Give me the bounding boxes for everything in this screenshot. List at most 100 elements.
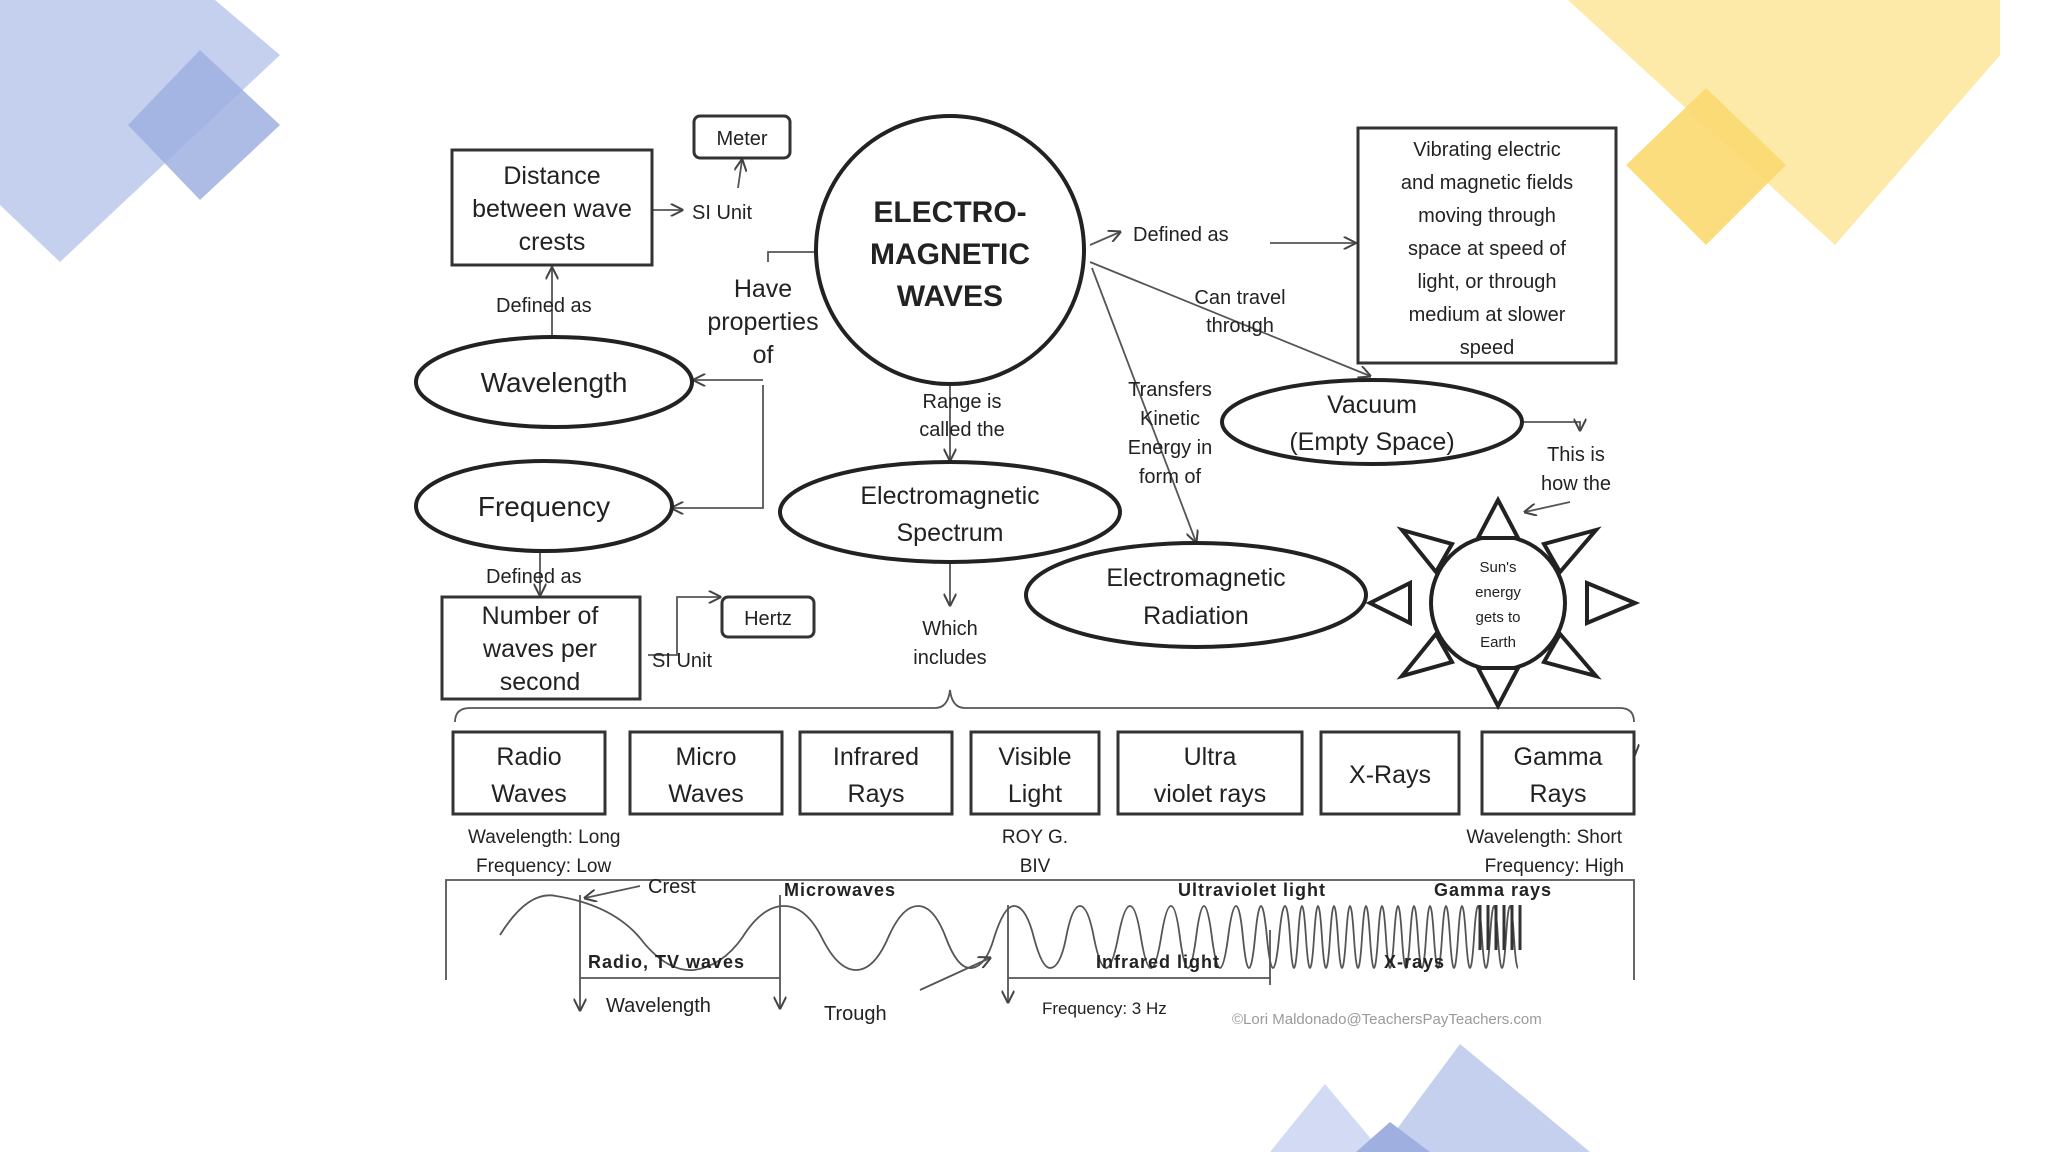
svg-text:Can travel: Can travel xyxy=(1194,287,1285,309)
connector-lines xyxy=(454,160,1634,756)
gamma-label: Gamma rays xyxy=(1434,880,1552,900)
center-line-3: WAVES xyxy=(897,280,1003,313)
center-line-2: MAGNETIC xyxy=(870,238,1030,271)
copyright-text: ©Lori Maldonado@TeachersPayTeachers.com xyxy=(1232,1011,1542,1028)
si-unit-label-1: SI Unit xyxy=(692,202,752,224)
svg-text:Infrared: Infrared xyxy=(833,743,919,771)
svg-text:of: of xyxy=(753,341,774,369)
svg-text:how the: how the xyxy=(1541,473,1611,495)
number-line-2: waves per xyxy=(482,635,597,663)
spectrum-ellipse: Electromagnetic Spectrum xyxy=(778,460,1122,564)
roygbiv-label: ROY G. BIV xyxy=(1002,827,1068,877)
this-is-label: This is how the xyxy=(1541,444,1611,495)
svg-text:Kinetic: Kinetic xyxy=(1140,408,1200,430)
ultraviolet-label: Ultraviolet light xyxy=(1178,880,1326,900)
svg-text:Micro: Micro xyxy=(675,743,736,771)
spectrum-box-visible: Visible Light xyxy=(969,730,1101,816)
number-line-3: second xyxy=(500,668,581,696)
wavelength-label: Wavelength xyxy=(481,367,628,398)
svg-text:Rays: Rays xyxy=(848,780,905,808)
frequency-caption: Frequency: 3 Hz xyxy=(1042,999,1167,1018)
svg-text:violet rays: violet rays xyxy=(1154,780,1267,808)
wave-strip: Crest Microwaves Ultraviolet light Gamma… xyxy=(445,876,1635,1028)
svg-text:BIV: BIV xyxy=(1020,856,1051,877)
svg-text:Radio: Radio xyxy=(496,743,561,771)
svg-text:X-Rays: X-Rays xyxy=(1349,761,1431,789)
svg-text:Rays: Rays xyxy=(1530,780,1587,808)
number-line-1: Number of xyxy=(482,602,599,630)
wavelength-caption: Wavelength xyxy=(606,995,711,1017)
frequency-label: Frequency xyxy=(478,491,610,522)
defined-as-label-2: Defined as xyxy=(486,566,582,588)
svg-text:Vibrating electric: Vibrating electric xyxy=(1413,139,1560,161)
distance-line-3: crests xyxy=(519,228,586,256)
svg-text:Visible: Visible xyxy=(998,743,1071,771)
range-label: Range is called the xyxy=(919,391,1005,441)
svg-text:Vacuum: Vacuum xyxy=(1327,391,1417,419)
xrays-label: X-rays xyxy=(1384,952,1445,972)
svg-text:Electromagnetic: Electromagnetic xyxy=(860,482,1039,510)
si-unit-label-2: SI Unit xyxy=(652,650,712,672)
sun-line-2: energy xyxy=(1475,584,1521,601)
spectrum-box-ultraviolet: Ultra violet rays xyxy=(1116,730,1304,816)
decor-top-left xyxy=(0,0,280,262)
svg-text:and magnetic fields: and magnetic fields xyxy=(1401,172,1573,194)
spectrum-box-radio: Radio Waves xyxy=(451,730,607,816)
crest-label: Crest xyxy=(648,876,696,898)
svg-text:through: through xyxy=(1206,315,1274,337)
decor-top-right xyxy=(1568,0,2000,245)
svg-text:Gamma: Gamma xyxy=(1514,743,1603,771)
svg-text:(Empty Space): (Empty Space) xyxy=(1289,428,1454,456)
frequency-ellipse: Frequency xyxy=(414,459,674,553)
spectrum-box-micro: Micro Waves xyxy=(628,730,784,816)
svg-text:space at speed of: space at speed of xyxy=(1408,238,1566,260)
svg-text:Light: Light xyxy=(1008,780,1062,808)
meter-box: Meter xyxy=(692,114,792,160)
svg-text:Transfers: Transfers xyxy=(1128,379,1212,401)
svg-text:Frequency: Low: Frequency: Low xyxy=(476,856,611,877)
svg-text:Ultra: Ultra xyxy=(1184,743,1237,771)
svg-text:form of: form of xyxy=(1139,466,1202,488)
distance-line-1: Distance xyxy=(503,162,600,190)
microwaves-label: Microwaves xyxy=(784,880,896,900)
svg-text:includes: includes xyxy=(913,647,986,669)
svg-text:Waves: Waves xyxy=(668,780,743,808)
svg-text:Wavelength: Long: Wavelength: Long xyxy=(468,827,620,848)
decor-bottom xyxy=(1270,1044,1590,1152)
center-circle: ELECTRO- MAGNETIC WAVES xyxy=(814,114,1086,386)
meter-label: Meter xyxy=(716,128,767,150)
svg-text:Range is: Range is xyxy=(923,391,1002,413)
hertz-label: Hertz xyxy=(744,608,792,630)
distance-box: Distance between wave crests xyxy=(450,148,654,267)
svg-text:Frequency: High: Frequency: High xyxy=(1485,856,1624,877)
wave-curve xyxy=(499,894,1519,971)
short-end-label: Wavelength: Short Frequency: High xyxy=(1466,827,1624,877)
svg-text:Energy in: Energy in xyxy=(1128,437,1213,459)
wavelength-ellipse: Wavelength xyxy=(414,335,694,429)
infrared-label: Infrared light xyxy=(1096,952,1220,972)
svg-text:medium at slower: medium at slower xyxy=(1409,304,1566,326)
defined-as-label-1: Defined as xyxy=(496,295,592,317)
svg-text:Waves: Waves xyxy=(491,780,566,808)
sun-line-4: Earth xyxy=(1480,634,1516,651)
svg-text:moving through: moving through xyxy=(1418,205,1556,227)
svg-text:Radiation: Radiation xyxy=(1143,602,1249,630)
can-travel-label: Can travel through xyxy=(1194,287,1285,337)
sun-line-1: Sun's xyxy=(1479,559,1516,576)
svg-text:speed: speed xyxy=(1460,337,1515,359)
svg-text:properties: properties xyxy=(707,308,818,336)
svg-text:called the: called the xyxy=(919,419,1005,441)
spectrum-box-infrared: Infrared Rays xyxy=(798,730,954,816)
svg-text:ROY G.: ROY G. xyxy=(1002,827,1068,848)
long-end-label: Wavelength: Long Frequency: Low xyxy=(468,827,620,877)
hertz-box: Hertz xyxy=(720,595,816,639)
defined-as-label-3: Defined as xyxy=(1133,224,1229,246)
vibrating-box: Vibrating electric and magnetic fields m… xyxy=(1356,126,1618,365)
svg-text:light, or through: light, or through xyxy=(1418,271,1557,293)
svg-text:Spectrum: Spectrum xyxy=(897,519,1004,547)
vacuum-ellipse: Vacuum (Empty Space) xyxy=(1220,378,1524,466)
radio-tv-label: Radio, TV waves xyxy=(588,952,745,972)
svg-text:Have: Have xyxy=(734,275,792,303)
trough-label: Trough xyxy=(824,1003,887,1025)
svg-text:Electromagnetic: Electromagnetic xyxy=(1106,564,1285,592)
